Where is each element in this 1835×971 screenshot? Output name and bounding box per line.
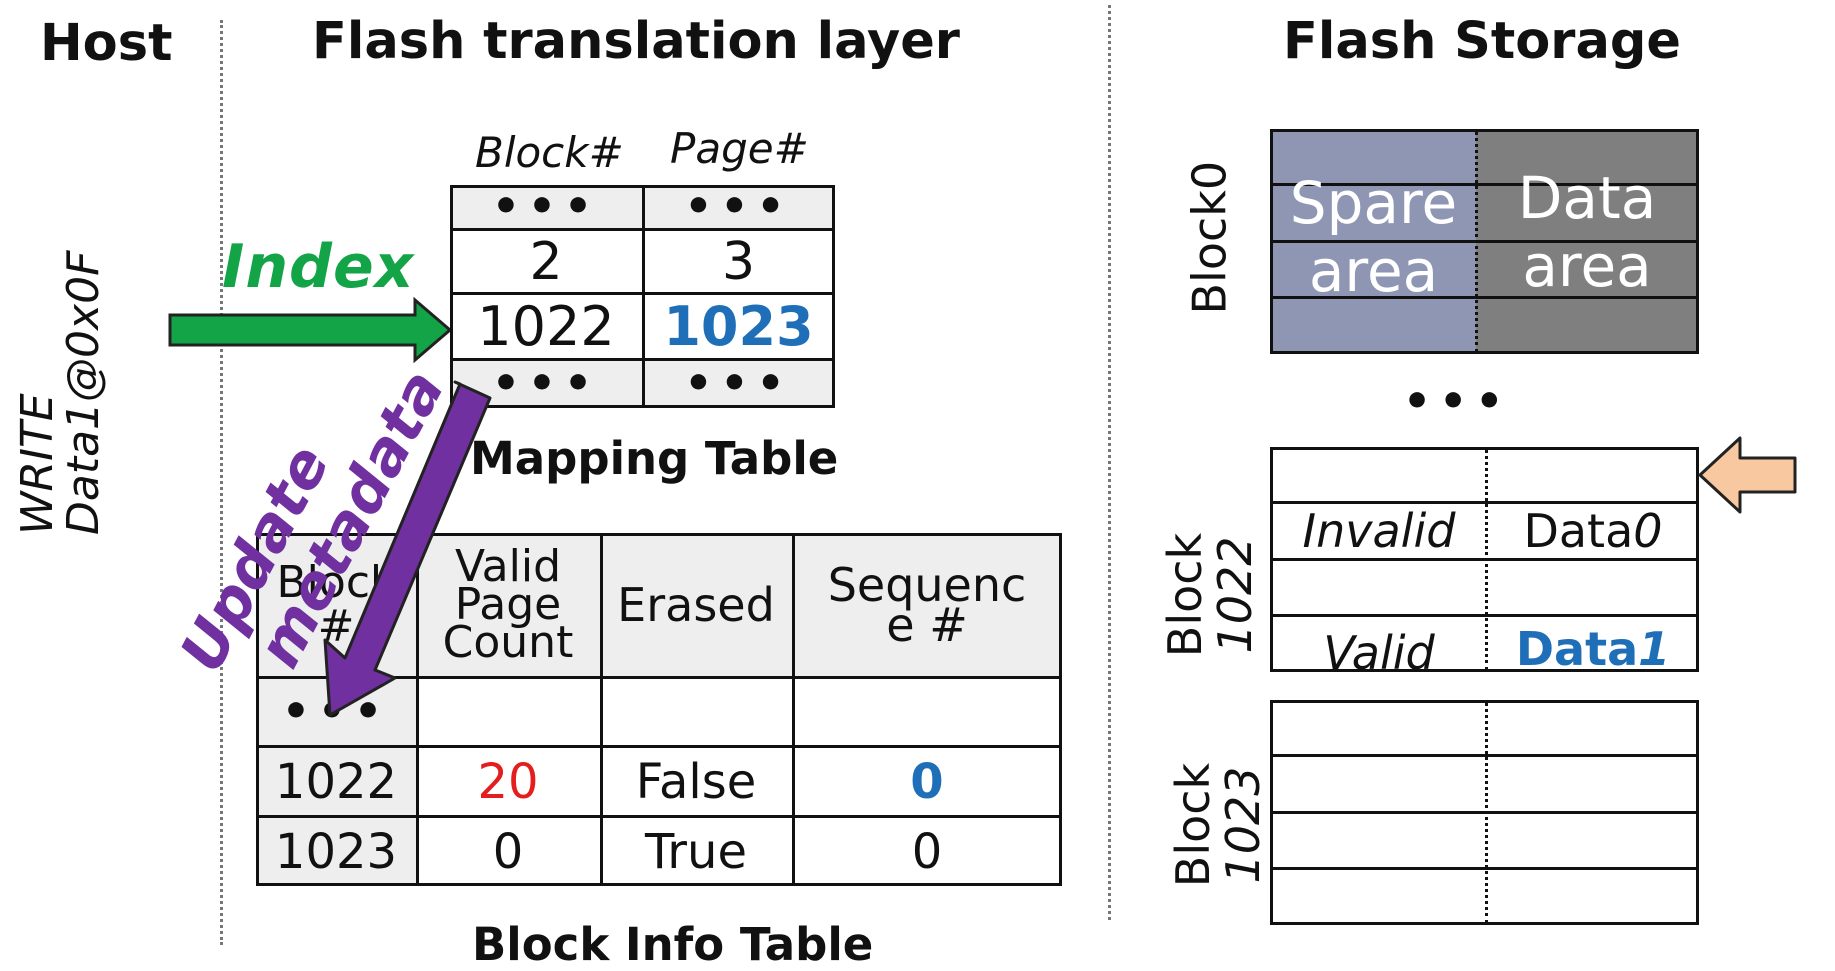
mapping-ellipsis-page: ••• [684, 181, 793, 232]
block1022-row2-state: Invalid [1302, 503, 1456, 558]
storage-divider [1108, 5, 1111, 920]
block0-label: Block0 [1182, 160, 1237, 315]
update-metadata-arrow [323, 380, 492, 717]
block1022-label: Block 1022 [1158, 532, 1262, 658]
mapping-col-page: Page# [670, 124, 809, 173]
mapping-row2-page: 1023 [663, 295, 814, 358]
block1022-row4-state: Valid [1323, 625, 1435, 680]
mapping-row1-block: 2 [529, 231, 563, 292]
block-info-row2-erased: True [645, 823, 747, 880]
block-info-col-erased: Erased [617, 578, 775, 632]
data-area-text: Data area [1517, 164, 1657, 300]
mapping-table-title: Mapping Table [470, 432, 839, 485]
block-info-row2-seq: 0 [911, 823, 943, 880]
block-info-row2-valid: 0 [492, 823, 524, 880]
mapping-ellipsis-block: ••• [491, 181, 601, 232]
block-info-col-valid: Valid Page Count [442, 541, 574, 668]
mapping-row2-block: 1022 [477, 295, 615, 358]
mapping-ellipsis-page-2: ••• [684, 358, 793, 409]
block1023-label: Block 1023 [1166, 762, 1270, 888]
block-info-row2-block: 1023 [274, 823, 398, 880]
block-info-row1-block: 1022 [274, 753, 398, 810]
block-info-row1-seq: 0 [910, 753, 944, 810]
index-arrow [168, 296, 453, 364]
host-divider [220, 20, 223, 945]
storage-header: Flash Storage [1283, 12, 1681, 71]
index-label: Index [222, 232, 415, 302]
write-pointer-arrow [1698, 436, 1797, 514]
block-info-row1-valid: 20 [477, 753, 539, 810]
spare-area-text: Spare area [1289, 169, 1458, 305]
ftl-header: Flash translation layer [312, 12, 960, 71]
mapping-col-block: Block# [475, 128, 624, 177]
block-info-col-seq: Sequenc e # [827, 558, 1027, 652]
host-header: Host [40, 14, 173, 73]
block-info-table-title: Block Info Table [472, 918, 874, 971]
mapping-ellipsis-block-2: ••• [491, 358, 601, 409]
mapping-row1-page: 3 [721, 231, 756, 292]
block-info-row1-erased: False [635, 753, 757, 810]
storage-ellipsis: ••• [1403, 376, 1512, 427]
host-write-command: WRITE Data1@0x0F [12, 250, 109, 535]
